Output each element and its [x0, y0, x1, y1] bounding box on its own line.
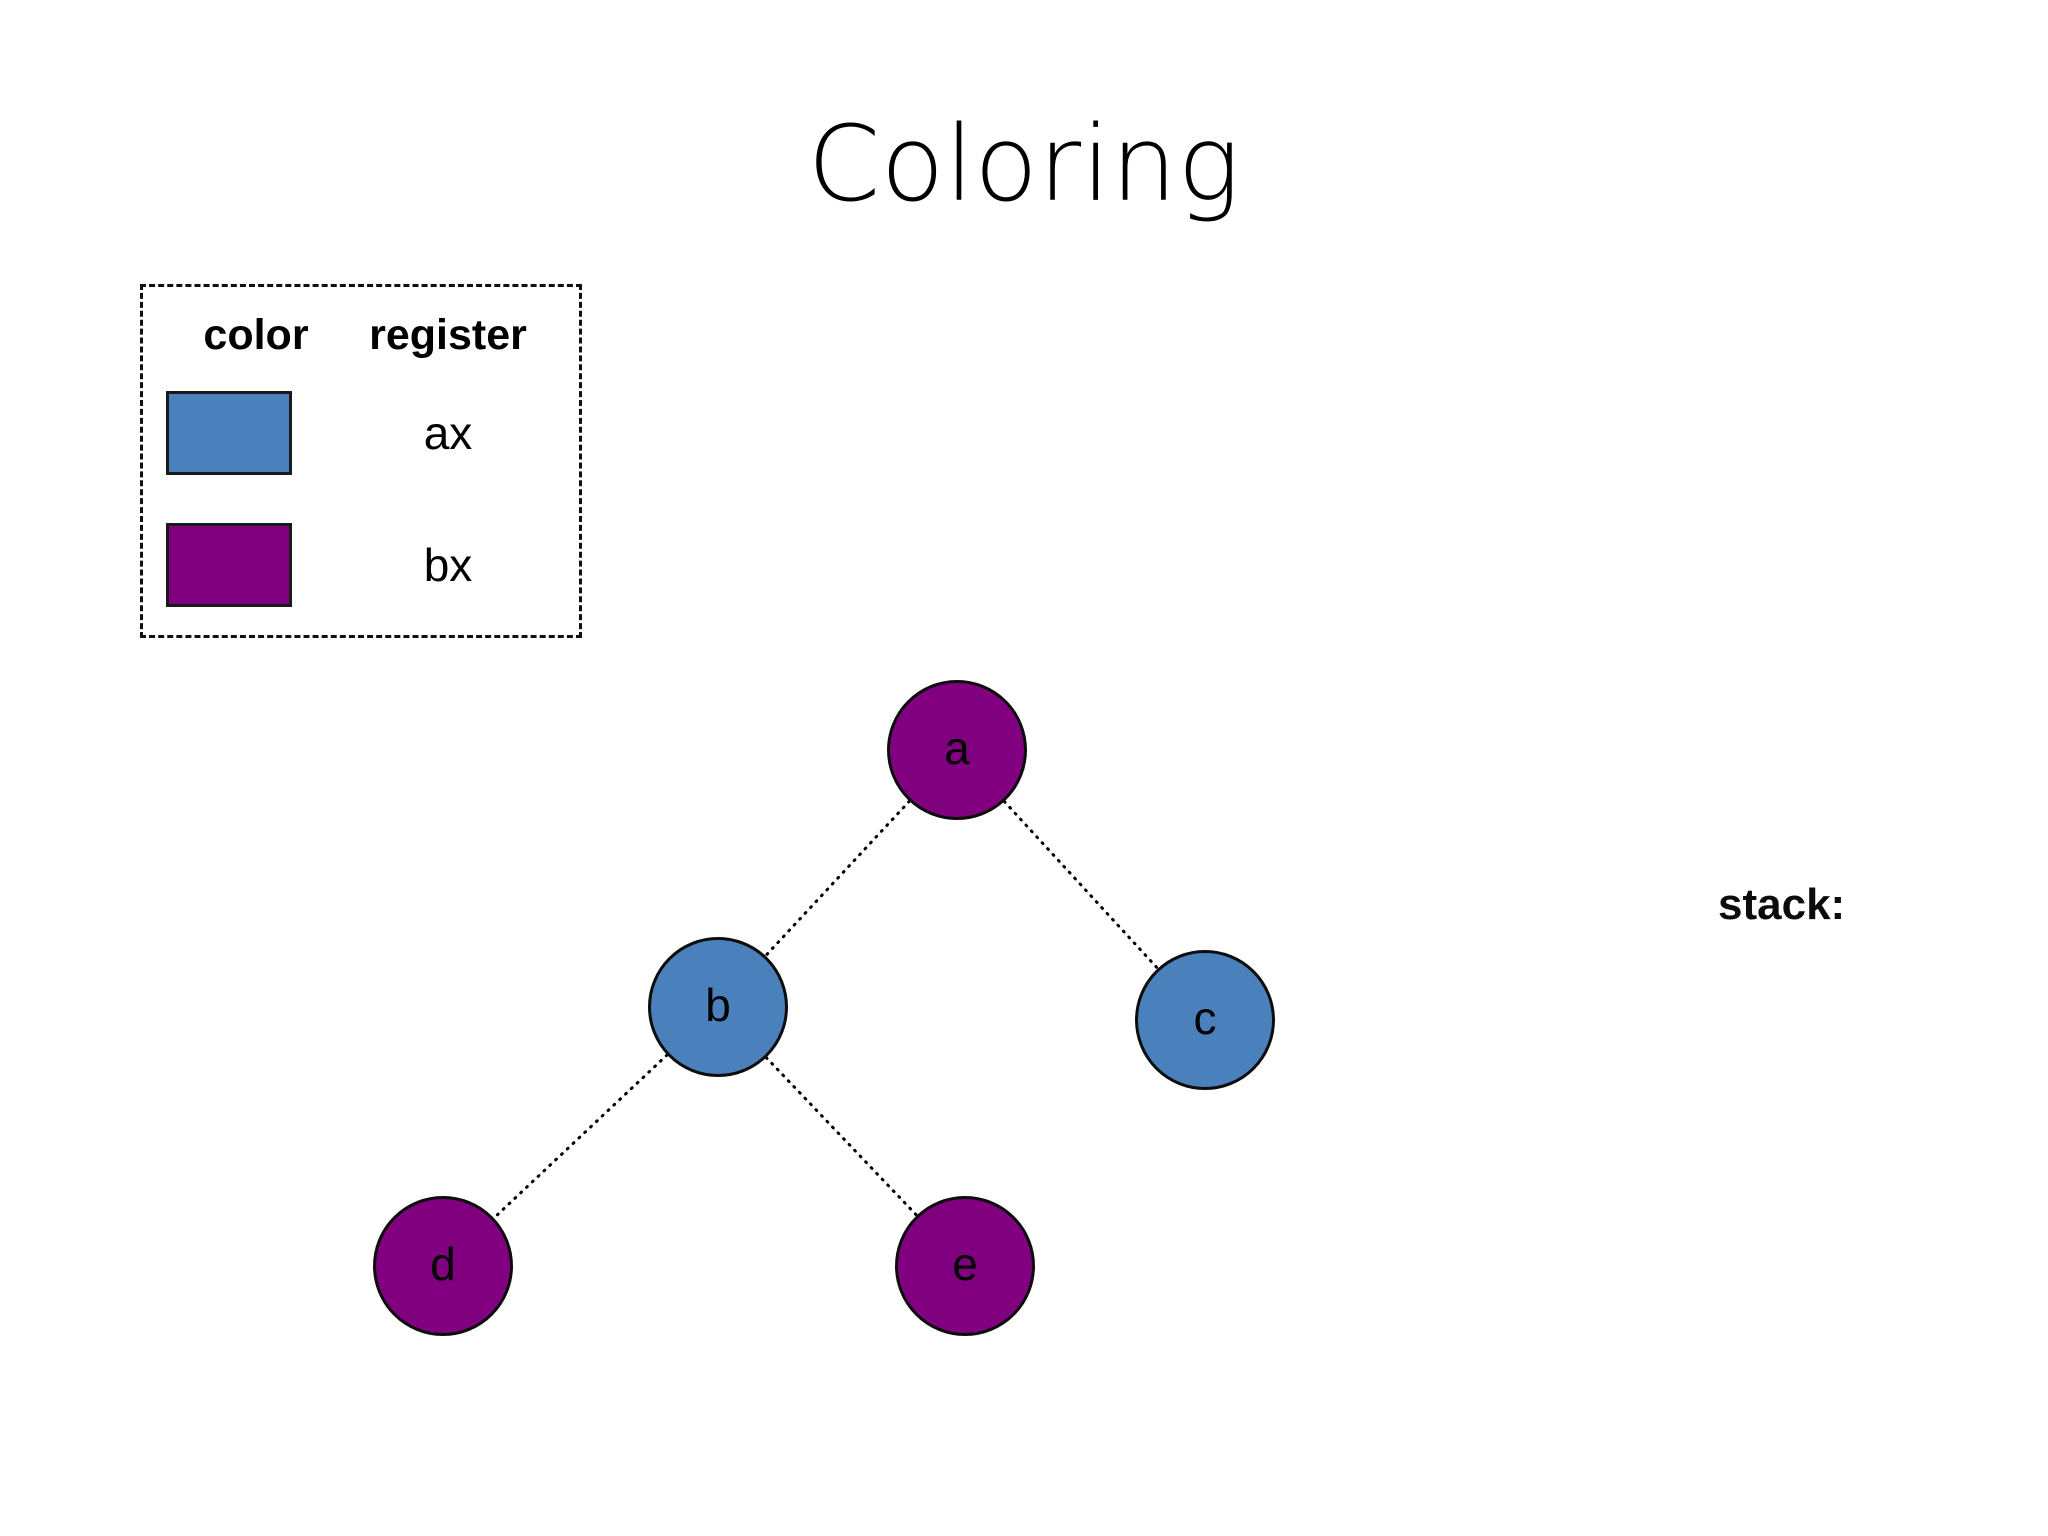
legend-row: ax [143, 391, 579, 477]
stack-label: stack: [1718, 880, 1846, 929]
graph-edge-b-d [492, 1053, 669, 1220]
graph-edge-a-b [764, 799, 911, 958]
graph-node-label: e [952, 1238, 978, 1290]
color-register-legend: color register ax bx [140, 284, 582, 638]
graph-edge-a-c [1002, 800, 1160, 970]
legend-swatch-ax [166, 391, 292, 475]
graph-node-label: a [944, 722, 970, 774]
graph-node-b[interactable]: b [648, 937, 788, 1077]
page-title: Coloring [807, 103, 1241, 225]
legend-header-color: color [203, 311, 309, 359]
graph-node-a[interactable]: a [887, 680, 1027, 820]
graph-node-label: c [1193, 992, 1217, 1044]
graph-node-c[interactable]: c [1135, 950, 1275, 1090]
legend-header-register: register [369, 311, 527, 359]
graph-node-e[interactable]: e [895, 1196, 1035, 1336]
graph-node-label: b [705, 979, 731, 1031]
graph-node-d[interactable]: d [373, 1196, 513, 1336]
legend-register-ax: ax [423, 407, 473, 459]
legend-header-row: color register [143, 305, 579, 365]
graph-edge-b-e [764, 1056, 919, 1217]
graph-node-label: d [430, 1238, 456, 1290]
legend-row: bx [143, 523, 579, 609]
legend-register-bx: bx [423, 539, 473, 591]
legend-swatch-bx [166, 523, 292, 607]
